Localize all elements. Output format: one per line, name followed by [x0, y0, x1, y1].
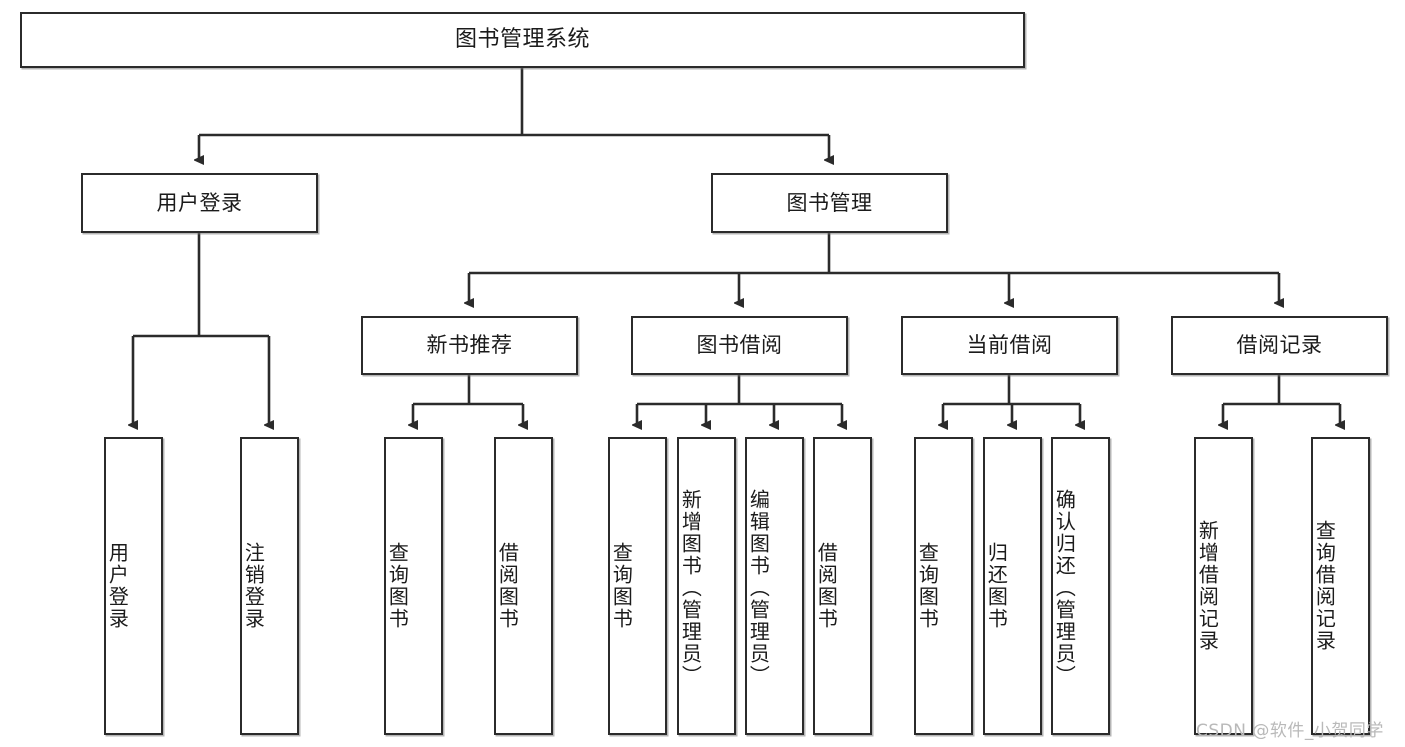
leaf-book-borrow-add-book-admin-label: 新增图书（管理员） — [678, 489, 703, 687]
leaf-current-borrow-query-book[interactable]: 查询图书 — [914, 437, 973, 735]
node-root-label: 图书管理系统 — [454, 27, 590, 53]
leaf-borrow-record-add-record[interactable]: 新增借阅记录 — [1194, 437, 1253, 735]
node-book-borrow[interactable]: 图书借阅 — [631, 316, 848, 375]
leaf-book-borrow-borrow-book-label: 借阅图书 — [814, 542, 839, 630]
leaf-user-login-login[interactable]: 用户登录 — [104, 437, 163, 735]
leaf-current-borrow-confirm-return-admin[interactable]: 确认归还（管理员） — [1051, 437, 1110, 735]
leaf-current-borrow-confirm-return-admin-label: 确认归还（管理员） — [1052, 489, 1077, 687]
leaf-new-recommend-borrow-book[interactable]: 借阅图书 — [494, 437, 553, 735]
leaf-new-recommend-borrow-book-label: 借阅图书 — [495, 542, 520, 630]
node-book-management-label: 图书管理 — [786, 190, 873, 215]
node-book-management[interactable]: 图书管理 — [711, 173, 948, 233]
leaf-user-login-logout-label: 注销登录 — [241, 542, 266, 630]
leaf-book-borrow-query-book-label: 查询图书 — [609, 542, 634, 630]
node-book-borrow-label: 图书借阅 — [696, 333, 783, 358]
leaf-new-recommend-query-book[interactable]: 查询图书 — [384, 437, 443, 735]
leaf-new-recommend-query-book-label: 查询图书 — [385, 542, 410, 630]
node-current-borrow-label: 当前借阅 — [966, 333, 1053, 358]
leaf-user-login-logout[interactable]: 注销登录 — [240, 437, 299, 735]
leaf-current-borrow-return-book-label: 归还图书 — [984, 542, 1009, 630]
leaf-book-borrow-edit-book-admin-label: 编辑图书（管理员） — [746, 489, 771, 687]
node-root-book-management-system[interactable]: 图书管理系统 — [20, 12, 1025, 68]
leaf-current-borrow-query-book-label: 查询图书 — [915, 542, 940, 630]
leaf-borrow-record-query-record-label: 查询借阅记录 — [1312, 520, 1337, 652]
csdn-watermark: CSDN @软件_小贺同学 — [1196, 721, 1384, 741]
node-borrow-record[interactable]: 借阅记录 — [1171, 316, 1388, 375]
leaf-book-borrow-edit-book-admin[interactable]: 编辑图书（管理员） — [745, 437, 804, 735]
node-borrow-record-label: 借阅记录 — [1236, 333, 1323, 358]
leaf-borrow-record-query-record[interactable]: 查询借阅记录 — [1311, 437, 1370, 735]
leaf-current-borrow-return-book[interactable]: 归还图书 — [983, 437, 1042, 735]
node-current-borrow[interactable]: 当前借阅 — [901, 316, 1118, 375]
leaf-book-borrow-borrow-book[interactable]: 借阅图书 — [813, 437, 872, 735]
node-new-book-recommend-label: 新书推荐 — [426, 333, 513, 358]
leaf-user-login-login-label: 用户登录 — [105, 542, 130, 630]
leaf-book-borrow-query-book[interactable]: 查询图书 — [608, 437, 667, 735]
node-user-login[interactable]: 用户登录 — [81, 173, 318, 233]
leaf-borrow-record-add-record-label: 新增借阅记录 — [1195, 520, 1220, 652]
leaf-book-borrow-add-book-admin[interactable]: 新增图书（管理员） — [677, 437, 736, 735]
node-user-login-label: 用户登录 — [156, 190, 243, 215]
node-new-book-recommend[interactable]: 新书推荐 — [361, 316, 578, 375]
